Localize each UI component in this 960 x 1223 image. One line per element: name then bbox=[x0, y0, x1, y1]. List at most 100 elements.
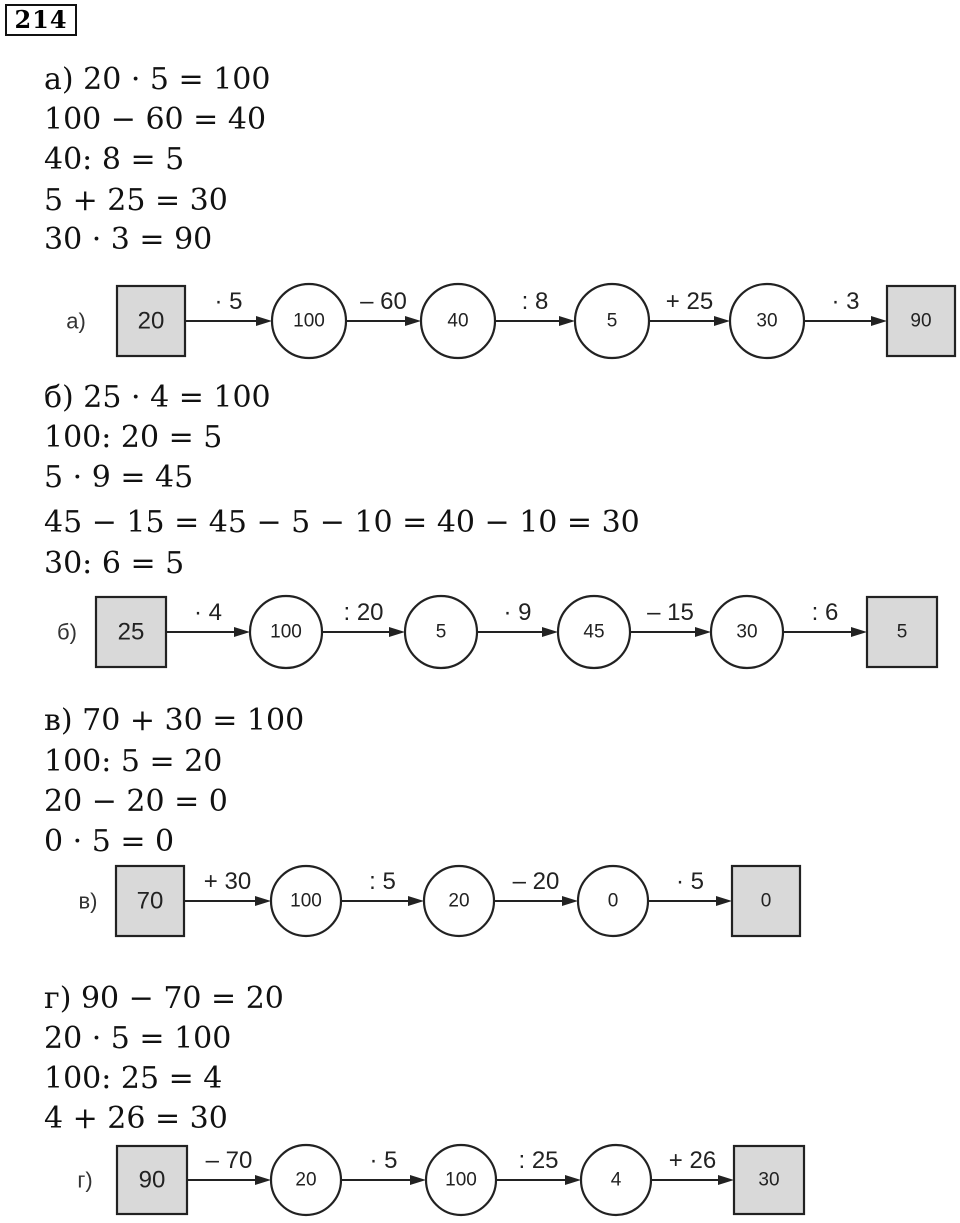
node-value: 100 bbox=[445, 1170, 477, 1191]
result-box bbox=[885, 284, 957, 358]
intermediate-circle bbox=[556, 594, 632, 670]
start-value: 90 bbox=[139, 1167, 166, 1194]
intermediate-circle bbox=[579, 1143, 653, 1217]
operation-label: + 30 bbox=[204, 868, 251, 895]
node-value: 45 bbox=[583, 622, 604, 643]
intermediate-circle bbox=[248, 594, 324, 670]
equation-line: 100: 5 = 20 bbox=[44, 744, 223, 779]
result-value: 0 bbox=[761, 891, 772, 912]
equation-line: 4 + 26 = 30 bbox=[44, 1101, 228, 1136]
arrowhead-icon bbox=[695, 627, 711, 637]
start-box bbox=[115, 1144, 189, 1216]
equation-line: 5 + 25 = 30 bbox=[44, 183, 228, 218]
intermediate-circle bbox=[576, 864, 650, 938]
equation-line: 100 − 60 = 40 bbox=[44, 102, 267, 137]
arrowhead-icon bbox=[718, 1175, 734, 1185]
row-label: в) bbox=[78, 889, 97, 914]
operation-label: – 60 bbox=[360, 288, 407, 315]
operation-label: · 9 bbox=[503, 599, 531, 626]
arrowhead-icon bbox=[256, 316, 272, 326]
result-value: 30 bbox=[758, 1170, 779, 1191]
node-value: 5 bbox=[607, 311, 618, 332]
node-value: 100 bbox=[293, 311, 325, 332]
equation-line: 30: 6 = 5 bbox=[44, 546, 185, 581]
result-box bbox=[730, 864, 802, 938]
arrowhead-icon bbox=[851, 627, 867, 637]
node-value: 4 bbox=[611, 1170, 622, 1191]
operation-label: · 5 bbox=[676, 868, 704, 895]
node-value: 40 bbox=[447, 311, 468, 332]
arrowhead-icon bbox=[871, 316, 887, 326]
arrowhead-icon bbox=[714, 316, 730, 326]
equation-line: в) 70 + 30 = 100 bbox=[44, 703, 305, 738]
operation-label: · 4 bbox=[194, 599, 222, 626]
arrowhead-icon bbox=[234, 627, 250, 637]
intermediate-circle bbox=[422, 864, 496, 938]
intermediate-circle bbox=[269, 864, 343, 938]
start-box bbox=[94, 595, 168, 669]
operation-label: : 25 bbox=[518, 1147, 558, 1174]
node-value: 20 bbox=[295, 1170, 316, 1191]
equation-line: а) 20 · 5 = 100 bbox=[44, 62, 271, 97]
problem-number: 214 bbox=[5, 4, 77, 36]
arrowhead-icon bbox=[562, 896, 578, 906]
equation-line: б) 25 · 4 = 100 bbox=[44, 380, 271, 415]
operation-label: – 70 bbox=[206, 1147, 253, 1174]
row-label: а) bbox=[66, 309, 86, 334]
intermediate-circle bbox=[403, 594, 479, 670]
operation-label: – 15 bbox=[647, 599, 694, 626]
operation-label: : 5 bbox=[369, 868, 396, 895]
intermediate-circle bbox=[270, 282, 348, 360]
equation-line: 30 · 3 = 90 bbox=[44, 222, 213, 257]
intermediate-circle bbox=[709, 594, 785, 670]
arrowhead-icon bbox=[408, 896, 424, 906]
operation-label: : 20 bbox=[343, 599, 383, 626]
arrowhead-icon bbox=[255, 896, 271, 906]
arrowhead-icon bbox=[559, 316, 575, 326]
result-box bbox=[865, 595, 939, 669]
equation-line: 100: 25 = 4 bbox=[44, 1061, 223, 1096]
operation-label: + 26 bbox=[669, 1147, 716, 1174]
arrowhead-icon bbox=[255, 1175, 271, 1185]
intermediate-circle bbox=[424, 1143, 498, 1217]
result-box bbox=[732, 1144, 806, 1216]
result-value: 90 bbox=[910, 311, 931, 332]
node-value: 30 bbox=[756, 311, 777, 332]
node-value: 100 bbox=[290, 891, 322, 912]
row-label: б) bbox=[57, 620, 77, 645]
equation-line: 40: 8 = 5 bbox=[44, 142, 185, 177]
result-value: 5 bbox=[897, 622, 908, 643]
operation-label: · 3 bbox=[831, 288, 859, 315]
node-value: 20 bbox=[448, 891, 469, 912]
equation-line: г) 90 − 70 = 20 bbox=[44, 981, 284, 1016]
arrowhead-icon bbox=[542, 627, 558, 637]
row-label: г) bbox=[77, 1168, 92, 1193]
start-box bbox=[114, 864, 186, 938]
start-value: 70 bbox=[137, 888, 164, 915]
equation-line: 45 − 15 = 45 − 5 − 10 = 40 − 10 = 30 bbox=[44, 505, 640, 540]
node-value: 30 bbox=[736, 622, 757, 643]
operation-label: + 25 bbox=[666, 288, 713, 315]
operation-label: · 5 bbox=[214, 288, 242, 315]
equation-line: 100: 20 = 5 bbox=[44, 420, 223, 455]
intermediate-circle bbox=[728, 282, 806, 360]
arrowhead-icon bbox=[405, 316, 421, 326]
operation-label: : 8 bbox=[522, 288, 549, 315]
start-box bbox=[115, 284, 187, 358]
operation-label: – 20 bbox=[513, 868, 560, 895]
equation-line: 20 − 20 = 0 bbox=[44, 784, 228, 819]
node-value: 5 bbox=[436, 622, 447, 643]
arrowhead-icon bbox=[389, 627, 405, 637]
operation-label: : 6 bbox=[812, 599, 839, 626]
equation-line: 0 · 5 = 0 bbox=[44, 824, 175, 859]
node-value: 100 bbox=[270, 622, 302, 643]
equation-line: 20 · 5 = 100 bbox=[44, 1021, 232, 1056]
arrowhead-icon bbox=[565, 1175, 581, 1185]
arrowhead-icon bbox=[410, 1175, 426, 1185]
arrowhead-icon bbox=[716, 896, 732, 906]
start-value: 25 bbox=[118, 619, 145, 646]
